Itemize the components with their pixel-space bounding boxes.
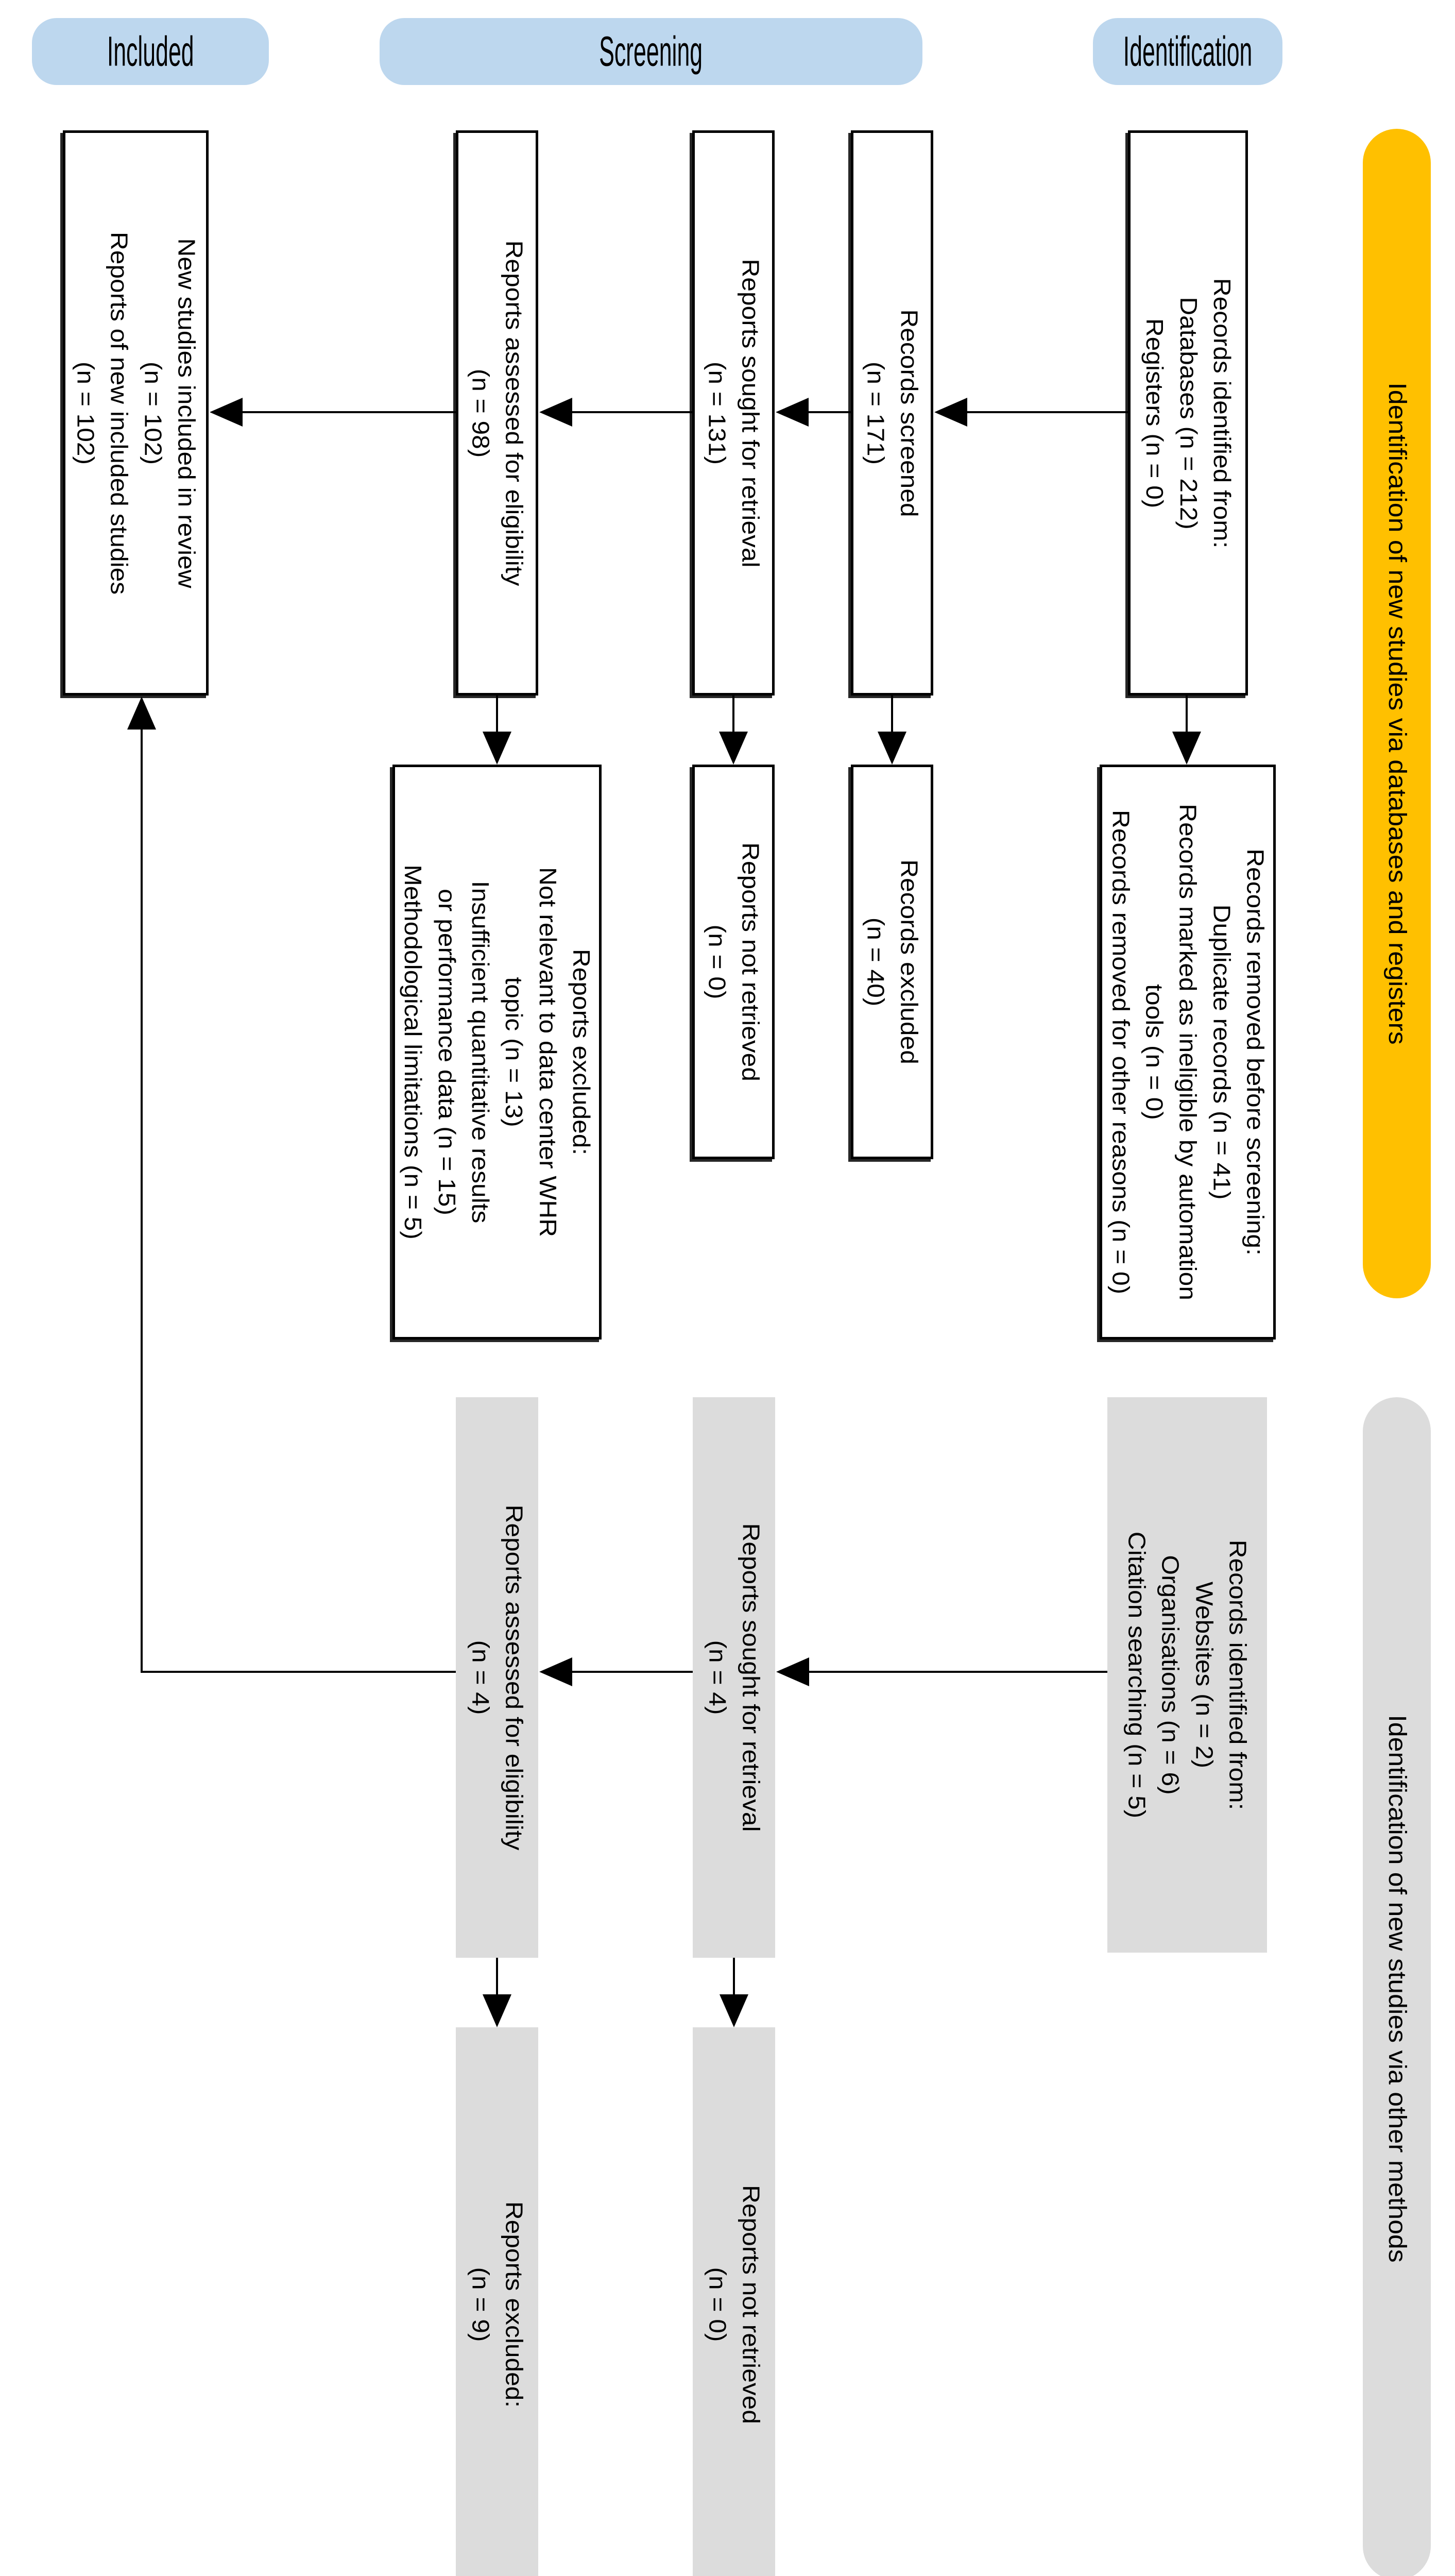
box-line: Reports assessed for eligibility	[501, 240, 528, 586]
stage-pill-identification: Identification	[1093, 18, 1282, 85]
sidebar-other-methods: Identification of new studies via other …	[1363, 1397, 1431, 2576]
box-line: (n = 4)	[704, 1640, 731, 1715]
stage-label-included: Included	[107, 28, 194, 75]
sidebar-other-methods-label: Identification of new studies via other …	[1383, 1715, 1411, 2263]
box-line: (n = 0)	[704, 924, 730, 999]
box-reports-assessed-databases: Reports assessed for eligibility (n = 98…	[456, 130, 538, 696]
box-line: (n = 9)	[467, 2267, 494, 2342]
box-reports-sought-other: Reports sought for retrieval (n = 4)	[693, 1397, 775, 1958]
box-reports-assessed-other: Reports assessed for eligibility (n = 4)	[456, 1397, 538, 1958]
box-reports-excluded-other: Reports excluded: (n = 9)	[456, 2027, 538, 2576]
arrow-otherassessed-to-included	[127, 697, 456, 1673]
box-line: Reports excluded:	[568, 948, 595, 1156]
box-records-identified-other: Records identified from: Websites (n = 2…	[1107, 1397, 1267, 1953]
box-line: New studies included in review	[173, 238, 200, 588]
box-line: (n = 4)	[467, 1640, 494, 1715]
box-line: Records removed for other reasons (n = 0…	[1107, 809, 1135, 1295]
box-reports-sought-databases: Reports sought for retrieval (n = 131)	[692, 130, 775, 696]
box-line: Registers (n = 0)	[1141, 318, 1168, 508]
box-line: (n = 0)	[704, 2267, 731, 2342]
box-line: (n = 131)	[704, 361, 730, 465]
box-line: Websites (n = 2)	[1191, 1581, 1218, 1769]
box-line: Reports sought for retrieval	[738, 1523, 765, 1832]
box-line: (n = 40)	[862, 917, 889, 1007]
box-line: Databases (n = 212)	[1175, 296, 1202, 530]
box-line: (n = 102)	[72, 361, 99, 465]
box-line: Reports not retrieved	[737, 842, 764, 1081]
box-line: Reports excluded:	[501, 2201, 528, 2408]
box-line: Records screened	[896, 309, 923, 517]
box-line: Records identified from:	[1208, 278, 1236, 548]
box-line: Records removed before screening:	[1242, 849, 1269, 1256]
box-reports-not-retrieved-databases: Reports not retrieved (n = 0)	[692, 765, 775, 1159]
box-line: Duplicate records (n = 41)	[1208, 904, 1235, 1200]
box-line: Methodological limitations (n = 5)	[400, 865, 427, 1240]
stage-pill-screening: Screening	[380, 18, 922, 85]
box-line: Reports of new included studies	[106, 231, 133, 595]
sidebar-databases-registers: Identification of new studies via databa…	[1363, 129, 1431, 1298]
box-records-removed-before-screening: Records removed before screening: Duplic…	[1100, 765, 1276, 1340]
box-line: Records excluded	[896, 859, 923, 1064]
box-line: Reports assessed for eligibility	[501, 1504, 528, 1851]
box-line: Records marked as ineligible by automati…	[1174, 804, 1202, 1300]
stage-label-identification: Identification	[1123, 28, 1253, 75]
box-line: or performance data (n = 15)	[433, 889, 460, 1215]
box-records-identified-databases: Records identified from: Databases (n = …	[1128, 130, 1248, 696]
box-line: (n = 171)	[862, 361, 889, 465]
box-line: topic (n = 13)	[501, 977, 528, 1127]
box-line: Records identified from:	[1224, 1539, 1252, 1810]
box-reports-excluded-databases: Reports excluded: Not relevant to data c…	[392, 765, 602, 1340]
stage-label-screening: Screening	[599, 28, 703, 75]
box-line: Not relevant to data center WHR	[534, 867, 561, 1237]
box-line: Reports sought for retrieval	[737, 258, 764, 568]
box-reports-not-retrieved-other: Reports not retrieved (n = 0)	[693, 2027, 775, 2576]
box-line: (n = 102)	[139, 361, 166, 465]
box-line: Reports not retrieved	[738, 2184, 765, 2424]
stage-pill-included: Included	[32, 18, 269, 85]
box-line: Organisations (n = 6)	[1157, 1555, 1184, 1795]
sidebar-databases-label: Identification of new studies via databa…	[1383, 382, 1411, 1045]
box-line: Insufficient quantitative results	[467, 880, 494, 1224]
box-records-screened: Records screened (n = 171)	[851, 130, 933, 696]
box-line: tools (n = 0)	[1141, 984, 1168, 1120]
box-line: Citation searching (n = 5)	[1123, 1531, 1151, 1819]
box-new-studies-included: New studies included in review (n = 102)…	[63, 130, 209, 696]
box-line: (n = 98)	[467, 368, 494, 457]
box-records-excluded: Records excluded (n = 40)	[851, 765, 933, 1159]
